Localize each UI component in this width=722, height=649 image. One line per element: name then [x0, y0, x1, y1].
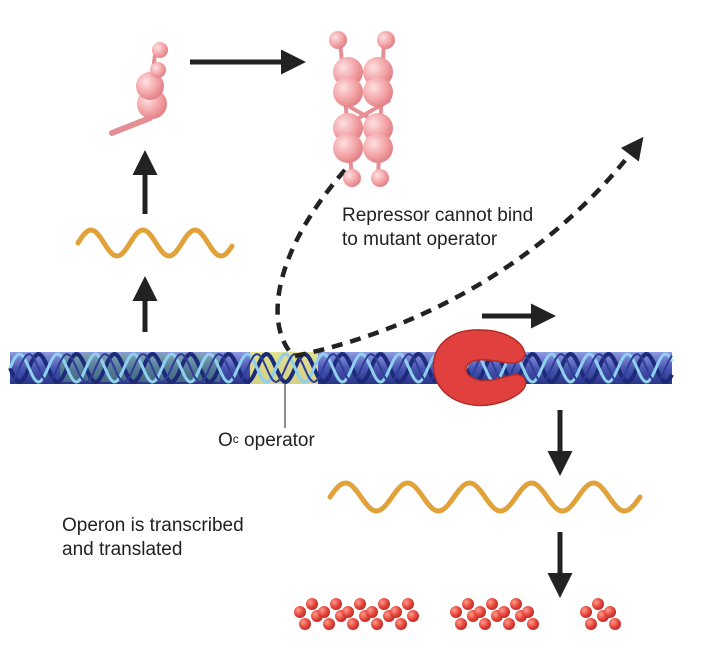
mrna-right — [327, 480, 643, 514]
operator-superscript: c — [232, 432, 239, 446]
operon-label-line-2: and translated — [62, 539, 183, 560]
repressor-cannot-bind-label: Repressor cannot bind to mutant operator — [342, 204, 533, 252]
repressor-tetramer — [329, 31, 395, 187]
repressor-label-line-2: to mutant operator — [342, 229, 498, 250]
dashed-repressor-approach — [275, 168, 347, 354]
translated-proteins — [294, 598, 621, 630]
dna-helix — [8, 351, 674, 385]
oc-operator-label: Oc operator — [218, 429, 315, 453]
operon-label-line-1: Operon is transcribed — [62, 515, 244, 536]
operator-word: operator — [238, 430, 315, 451]
mrna-left — [75, 227, 235, 259]
operator-letter: O — [218, 430, 233, 451]
rna-polymerase — [432, 329, 527, 407]
dashed-repressor-deflect — [294, 136, 644, 359]
helix-strands — [8, 351, 674, 385]
repressor-monomer — [109, 42, 168, 136]
operon-transcribed-label: Operon is transcribed and translated — [62, 514, 244, 562]
repressor-label-line-1: Repressor cannot bind — [342, 205, 534, 226]
